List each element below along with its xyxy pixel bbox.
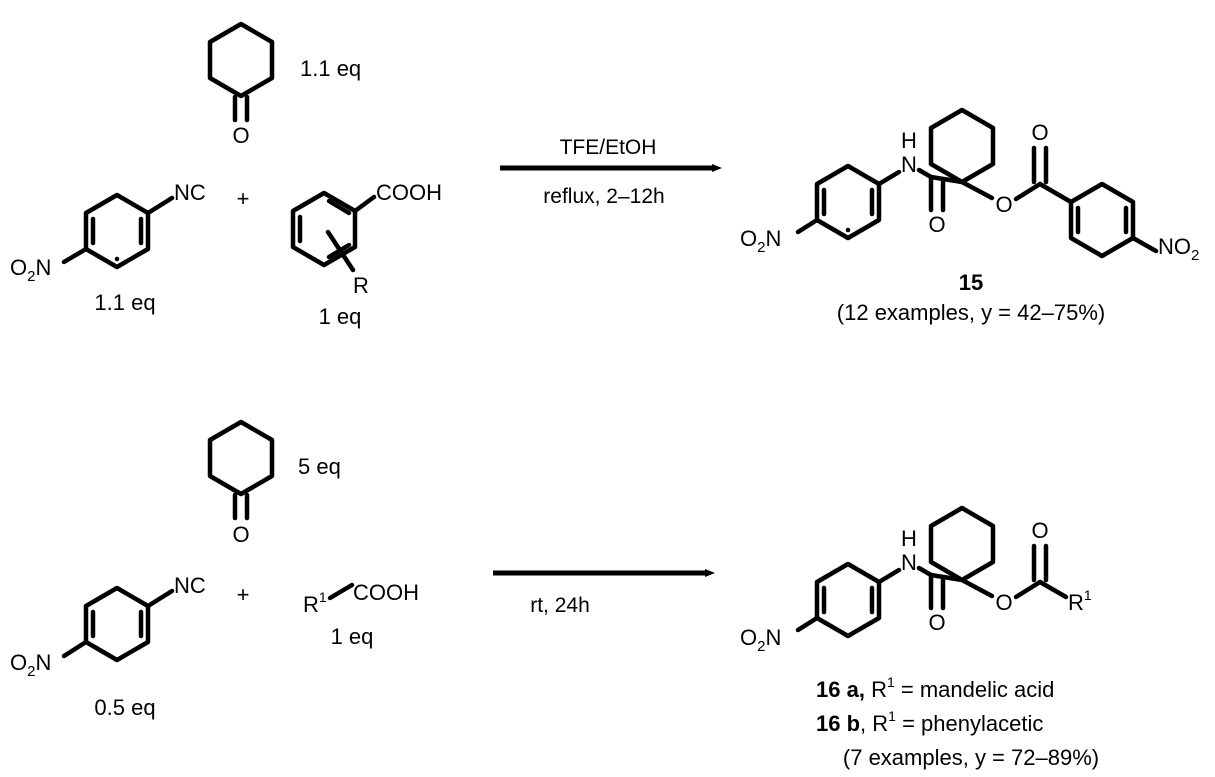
product-16-h-label: H [901, 526, 917, 551]
product-16-ester-oxygen: O [995, 590, 1012, 615]
product-15-amide-oxygen: O [928, 212, 945, 237]
product-16-n-label: N [901, 550, 917, 575]
reaction-arrow-2: rt, 24h [493, 569, 715, 617]
reaction-1: O 1.1 eq NC O2N 1.1 eq + COOH R 1 eq [10, 21, 1199, 329]
product-15-yield-note: (12 examples, y = 42–75%) [837, 300, 1105, 325]
product-16-ester-carbonyl-oxygen: O [1031, 518, 1048, 543]
product-15-n-label: N [901, 152, 917, 177]
product-15-number: 15 [959, 270, 983, 295]
nitro-group-label-2: O2N [10, 650, 51, 680]
ketone-equivalents-2: 5 eq [298, 454, 341, 479]
product-15-ester-oxygen: O [995, 192, 1012, 217]
isocyanide-label: NC [174, 180, 206, 205]
conditions-2: rt, 24h [530, 594, 590, 617]
plus-sign: + [237, 186, 250, 211]
product-16-amide-oxygen: O [928, 610, 945, 635]
cyclohexanone-reactant-2: O 5 eq [207, 419, 341, 547]
benzoic-acid-reactant: COOH R 1 eq [290, 180, 442, 329]
conditions-temperature-time: reflux, 2–12h [543, 185, 664, 208]
isocyanide-equivalents-2: 0.5 eq [94, 695, 155, 720]
acid-equivalents: 1 eq [319, 304, 362, 329]
carboxylic-acid-reactant-2: R1 COOH 1 eq [303, 580, 419, 649]
plus-sign-2: + [237, 582, 250, 607]
product-15-nitro-label: O2N [740, 226, 781, 256]
product-15-h-label: H [901, 128, 917, 153]
isocyanide-label-2: NC [174, 573, 206, 598]
product-16-yield-note: (7 examples, y = 72–89%) [843, 745, 1099, 770]
carboxylic-acid-label: COOH [376, 180, 442, 205]
isocyanide-equivalents: 1.1 eq [94, 290, 155, 315]
nitrophenyl-isocyanide-reactant: NC O2N 1.1 eq [10, 180, 206, 315]
carbonyl-oxygen-label: O [232, 123, 249, 148]
product-16b-caption: 16 b, R1 = phenylacetic [816, 708, 1043, 736]
reaction-arrow-1: TFE/EtOH reflux, 2–12h [500, 136, 722, 208]
ketone-equivalents: 1.1 eq [300, 56, 361, 81]
carbonyl-oxygen-label-2: O [232, 522, 249, 547]
cyclohexanone-reactant: O 1.1 eq [207, 21, 361, 148]
product-15-ester-carbonyl-oxygen: O [1031, 120, 1048, 145]
r1-label: R1 [303, 589, 327, 617]
nitrophenyl-isocyanide-reactant-2: NC O2N 0.5 eq [10, 573, 206, 720]
product-16-nitro-label: O2N [740, 625, 781, 655]
product-16a-caption: 16 a, R1 = mandelic acid [816, 674, 1054, 702]
conditions-solvent: TFE/EtOH [560, 136, 657, 159]
acid-equivalents-2: 1 eq [331, 624, 374, 649]
nitro-group-label: O2N [10, 255, 51, 285]
product-15-structure: O2N H N O O O NO2 [740, 107, 1199, 264]
product-16-r1-label: R1 [1068, 587, 1092, 615]
product-16-structure: O2N H N O O O R1 [740, 505, 1092, 655]
product-15-right-nitro-label: NO2 [1158, 234, 1199, 264]
reaction-2: O 5 eq NC O2N 0.5 eq + R1 COOH 1 eq rt, … [10, 419, 1099, 770]
r-substituent-label: R [353, 273, 369, 298]
carboxylic-acid-label-2: COOH [353, 580, 419, 605]
